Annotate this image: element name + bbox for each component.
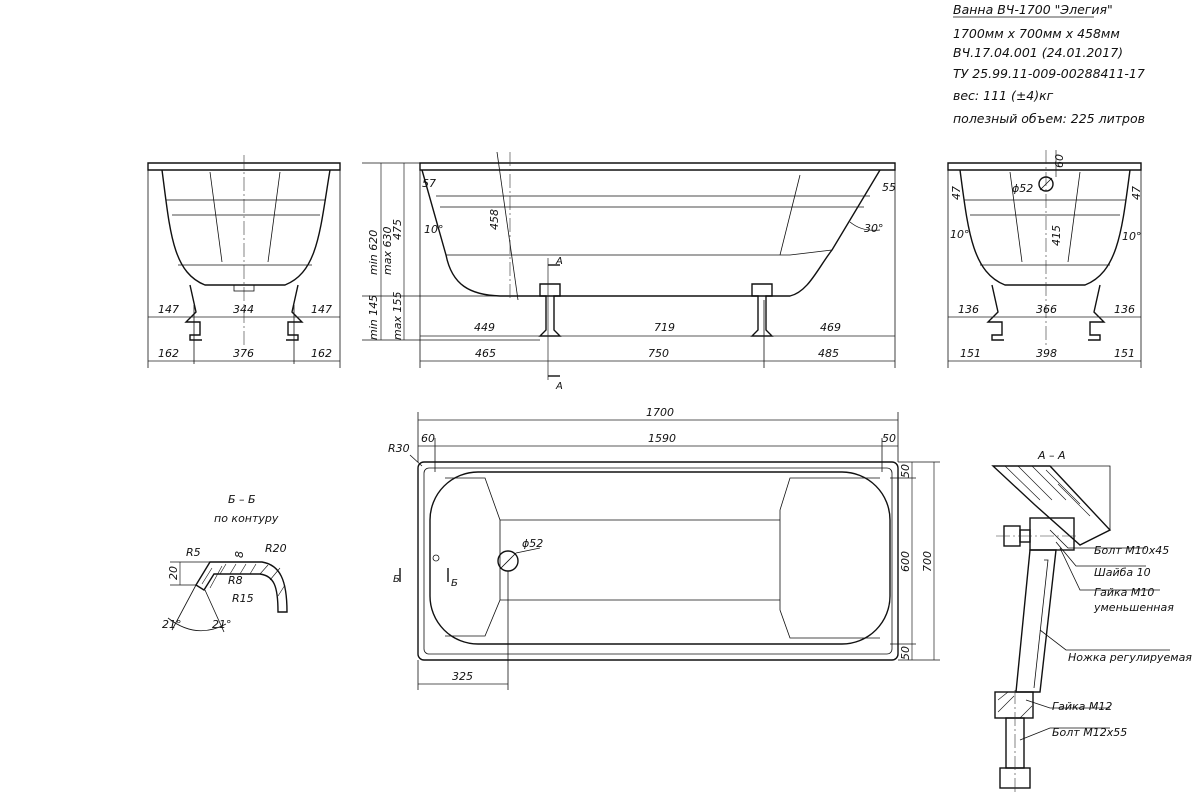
dim-147-left: 147 — [158, 303, 179, 316]
dim-r30: R30 — [388, 442, 410, 455]
end-rim — [947, 162, 1142, 171]
dim-600: 600 — [899, 551, 912, 572]
dim-376: 376 — [233, 347, 254, 360]
angle-10-right: 10° — [1122, 230, 1142, 243]
front-body — [161, 169, 331, 286]
angle-30: 30° — [864, 222, 884, 235]
product-weight: вес: 111 (±4)кг — [953, 88, 1054, 103]
dim-465: 465 — [475, 347, 496, 360]
dim-485: 485 — [818, 347, 839, 360]
dim-47-right: 47 — [1130, 186, 1143, 200]
label-leg: Ножка регулируемая — [1068, 651, 1192, 664]
dim-1700: 1700 — [646, 406, 674, 419]
label-nut-m10: Гайка М10 — [1094, 586, 1154, 599]
dim-55: 55 — [882, 181, 896, 194]
dim-1590: 1590 — [648, 432, 676, 445]
end-body — [959, 169, 1131, 286]
section-aa-title: А – А — [1037, 449, 1066, 462]
dim-700: 700 — [921, 551, 934, 572]
overflow-hole — [432, 554, 440, 562]
dim-60: 60 — [1053, 154, 1066, 168]
end-view: ϕ52 60 47 47 415 10° 10° 136 366 136 151… — [947, 150, 1143, 368]
section-aa: А – А Болт М10х45 Шайба 10 Гайка М10 уме… — [991, 449, 1192, 795]
dim-d52-end: ϕ52 — [1012, 182, 1033, 195]
section-bb-title: Б – Б — [228, 493, 256, 506]
label-nut-m10-sub: уменьшенная — [1093, 601, 1174, 614]
section-bb: Б – Б по контуру 20 R5 8 R20 R8 R15 21° … — [162, 493, 288, 633]
dim-r20: R20 — [265, 542, 287, 555]
dim-469: 469 — [820, 321, 841, 334]
dim-57: 57 — [422, 177, 436, 190]
dim-136-right: 136 — [1114, 303, 1135, 316]
dim-458: 458 — [488, 209, 501, 230]
side-rim — [419, 162, 896, 171]
dim-r15: R15 — [232, 592, 254, 605]
section-mark-b-right: Б — [451, 578, 458, 589]
dim-162-right: 162 — [311, 347, 332, 360]
product-code: ВЧ.17.04.001 (24.01.2017) — [953, 45, 1123, 60]
end-leg-right — [1088, 284, 1106, 341]
side-view: А А min 620 max 630 475 min 145 max 155 … — [362, 151, 896, 392]
side-leg-left — [538, 283, 562, 337]
dim-147-right: 147 — [311, 303, 332, 316]
dim-50-b: 50 — [899, 646, 912, 660]
dim-min145: min 145 — [367, 295, 380, 340]
dim-20: 20 — [167, 566, 180, 580]
dim-d52-plan: ϕ52 — [522, 537, 543, 550]
angle-10-left: 10° — [950, 228, 970, 241]
plan-inner-basin — [429, 471, 891, 645]
dim-8: 8 — [233, 551, 246, 558]
label-bolt-m10: Болт М10х45 — [1094, 544, 1169, 557]
dim-50-a: 50 — [899, 464, 912, 478]
label-washer: Шайба 10 — [1094, 566, 1151, 579]
dim-151-left: 151 — [960, 347, 981, 360]
product-spec: ТУ 25.99.11-009-00288411-17 — [953, 66, 1145, 81]
dim-449: 449 — [474, 321, 495, 334]
dim-151-right: 151 — [1114, 347, 1135, 360]
front-view: 147 344 147 162 376 162 — [147, 155, 341, 368]
section-mark-a-bottom: А — [555, 381, 563, 392]
dim-min620: min 620 — [367, 230, 380, 275]
product-name: Ванна ВЧ-1700 "Элегия" — [953, 2, 1113, 17]
plan-view: ϕ52 Б Б 1700 60 1590 50 R30 50 600 700 5… — [388, 406, 940, 690]
dim-50-top: 50 — [882, 432, 896, 445]
nut-m12 — [994, 691, 1034, 719]
dim-r5: R5 — [186, 546, 201, 559]
dim-max630: max 630 — [381, 227, 394, 275]
drain-hole-end — [1038, 176, 1054, 192]
dim-750: 750 — [648, 347, 669, 360]
rim-profile — [195, 561, 288, 613]
plan-outer-rim — [417, 461, 899, 661]
dim-366: 366 — [1036, 303, 1057, 316]
section-bb-subtitle: по контуру — [214, 512, 279, 525]
dim-r8: R8 — [228, 574, 243, 587]
dim-475: 475 — [391, 219, 404, 240]
label-bolt-m12: Болт М12х55 — [1052, 726, 1127, 739]
dim-719: 719 — [654, 321, 675, 334]
side-leg-right — [750, 283, 774, 337]
product-size: 1700мм х 700мм х 458мм — [953, 26, 1120, 41]
angle-21-right: 21° — [212, 618, 232, 631]
label-nut-m12: Гайка М12 — [1052, 700, 1112, 713]
side-body — [421, 169, 881, 297]
product-volume: полезный объем: 225 литров — [953, 111, 1145, 126]
dim-398: 398 — [1036, 347, 1057, 360]
dim-47-left: 47 — [950, 186, 963, 200]
adjustable-leg — [1015, 549, 1057, 693]
section-mark-b-left: Б — [393, 574, 400, 585]
dim-162-left: 162 — [158, 347, 179, 360]
angle-10: 10° — [424, 223, 444, 236]
dim-415: 415 — [1050, 225, 1063, 246]
end-leg-left — [986, 284, 1004, 341]
dim-136-left: 136 — [958, 303, 979, 316]
dim-325: 325 — [452, 670, 473, 683]
dim-60-plan: 60 — [421, 432, 435, 445]
dim-max155: max 155 — [391, 292, 404, 340]
dim-344: 344 — [233, 303, 254, 316]
tub-wall-section — [991, 465, 1112, 546]
title-block: Ванна ВЧ-1700 "Элегия" 1700мм х 700мм х … — [953, 2, 1145, 126]
angle-21-left: 21° — [162, 618, 182, 631]
section-mark-a-top: А — [555, 256, 563, 267]
